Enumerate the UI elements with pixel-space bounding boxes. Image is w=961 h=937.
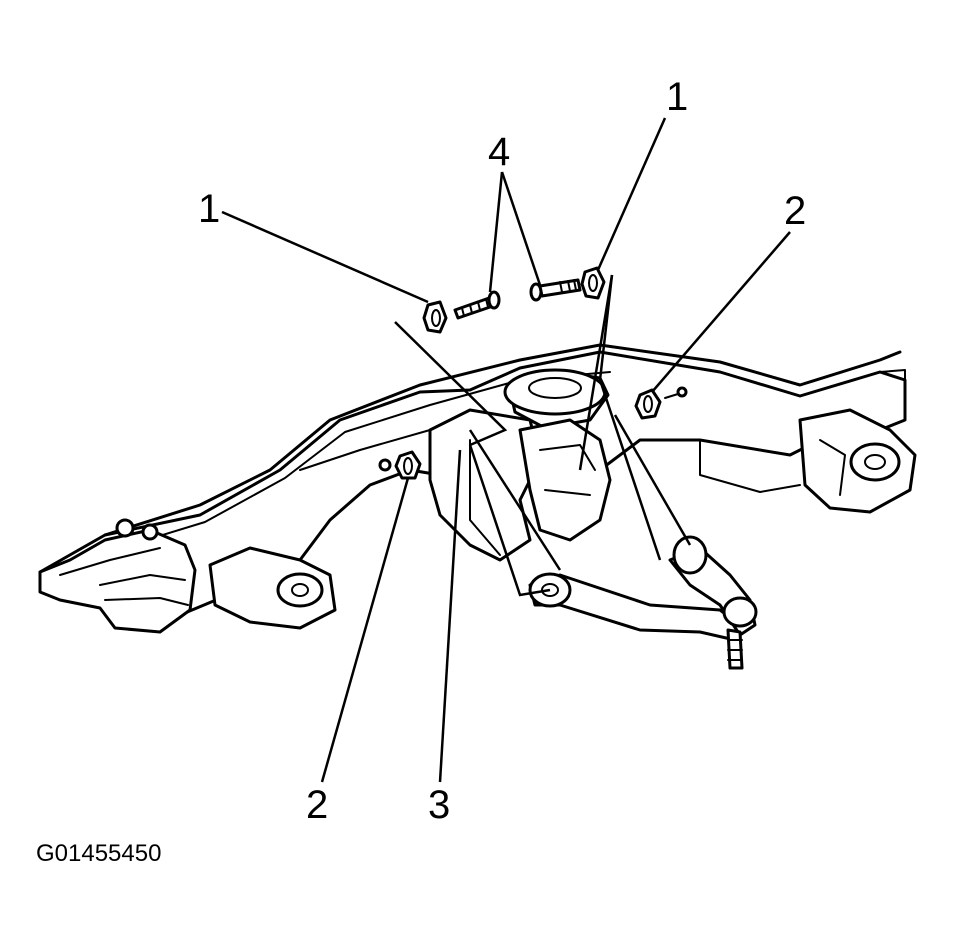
callout-2-bottom: 2 xyxy=(306,783,328,827)
bolt-left-icon xyxy=(453,290,501,320)
leader-lines xyxy=(221,117,791,783)
lower-control-arm xyxy=(528,535,758,670)
callout-1-right: 1 xyxy=(666,75,688,119)
nut-right-icon xyxy=(580,266,606,300)
figure-id: G01455450 xyxy=(36,840,162,867)
frame-crossmember xyxy=(38,343,917,634)
nut-left-side-icon xyxy=(378,450,422,480)
callout-1-left: 1 xyxy=(198,187,220,231)
exploded-lines xyxy=(394,274,692,597)
nut-right-side-icon xyxy=(634,386,688,420)
callout-2-right: 2 xyxy=(784,189,806,233)
center-mount xyxy=(428,368,612,562)
nut-left-icon xyxy=(422,300,448,334)
hardware-fasteners xyxy=(378,266,688,480)
callout-4-top: 4 xyxy=(488,130,510,174)
bolt-right-icon xyxy=(529,278,582,302)
callout-3-bottom: 3 xyxy=(428,783,450,827)
